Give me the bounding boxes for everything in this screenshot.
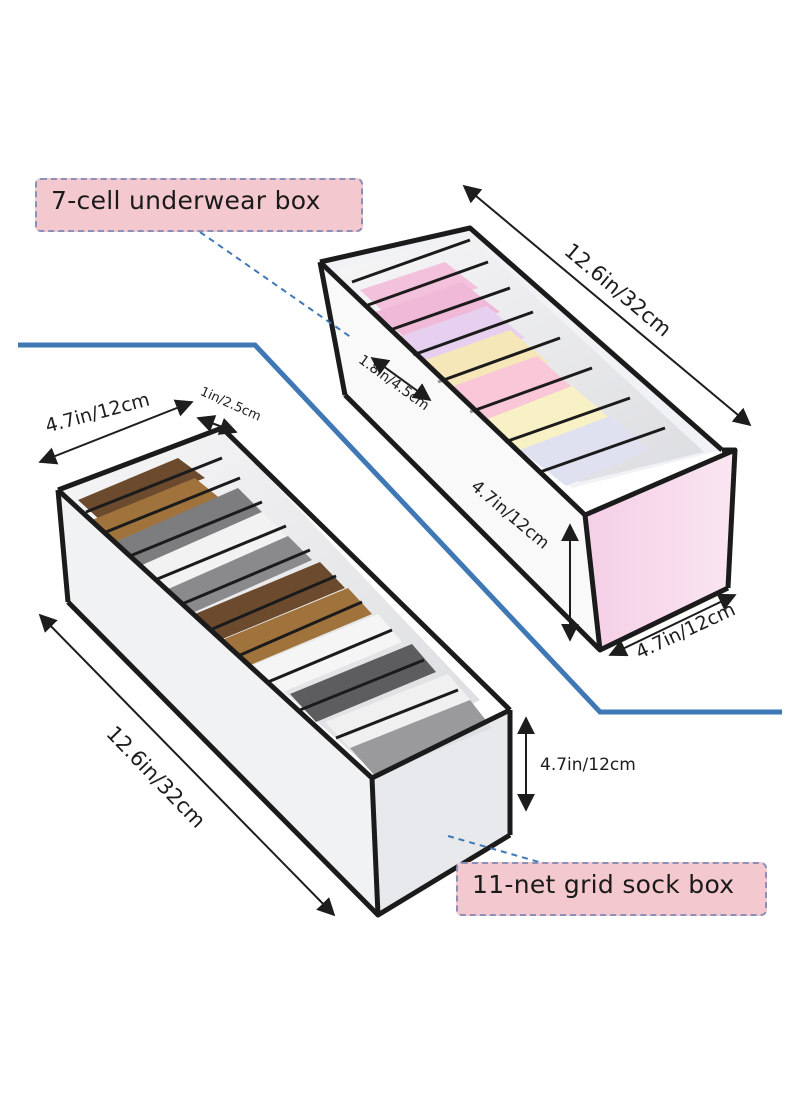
sock-box — [55, 425, 513, 918]
divider-line — [18, 342, 782, 715]
bottom-callout-connector — [447, 835, 561, 869]
top-cell-arrow — [370, 356, 432, 402]
bottom-cell-arrow — [196, 415, 238, 435]
sock-box-label: 11-net grid sock box — [456, 862, 767, 916]
top-width-arrow — [608, 593, 737, 657]
bottom-height-label: 4.7in/12cm — [540, 755, 636, 775]
underwear-box-label: 7-cell underwear box — [35, 178, 363, 232]
top-callout-connector — [199, 231, 353, 339]
bottom-width-arrow — [38, 399, 194, 465]
top-length-arrow — [462, 184, 752, 427]
bottom-length-arrow — [38, 613, 336, 917]
